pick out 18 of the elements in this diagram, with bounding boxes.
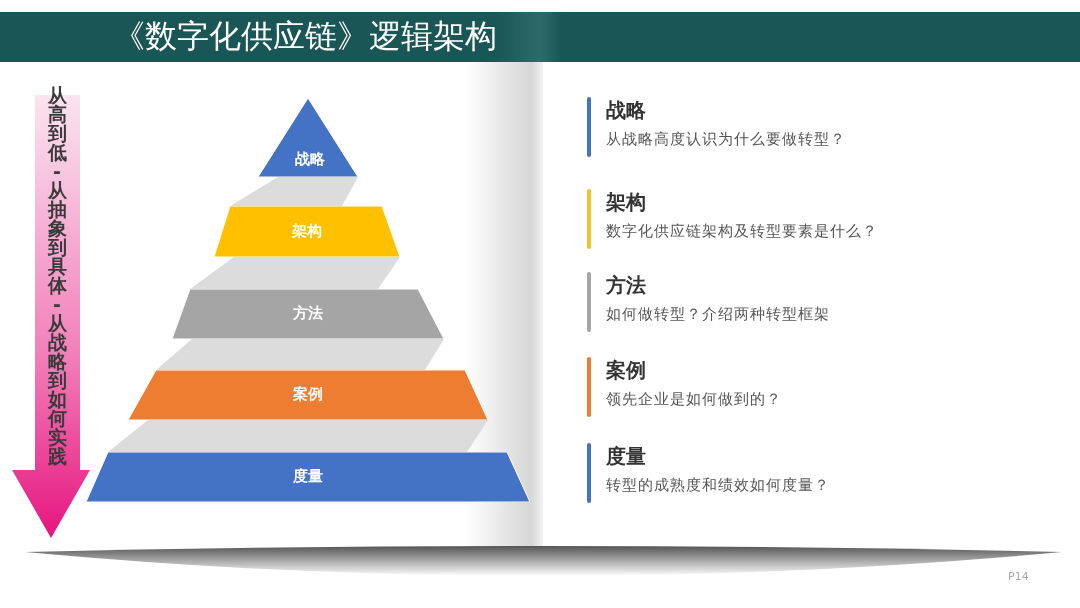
item-heading: 战略 bbox=[606, 97, 646, 124]
item-description: 数字化供应链架构及转型要素是什么？ bbox=[606, 222, 878, 241]
item-heading: 架构 bbox=[606, 189, 646, 216]
title: 《数字化供应链》逻辑架构 bbox=[113, 16, 497, 56]
direction-text: 从高到低-从抽象到具体-从战略到如何实践 bbox=[47, 86, 67, 466]
level-label: 案例 bbox=[292, 385, 324, 404]
item-description: 领先企业是如何做到的？ bbox=[606, 390, 782, 409]
item-heading: 案例 bbox=[606, 357, 646, 384]
item-description: 从战略高度认识为什么要做转型？ bbox=[606, 130, 846, 149]
level-label: 方法 bbox=[292, 304, 324, 323]
page-number: P14 bbox=[1008, 570, 1029, 583]
item-description: 如何做转型？介绍两种转型框架 bbox=[606, 305, 830, 324]
level-label: 度量 bbox=[292, 467, 324, 486]
level-label: 战略 bbox=[294, 150, 326, 169]
item-heading: 方法 bbox=[606, 272, 646, 299]
item-heading: 度量 bbox=[606, 443, 646, 470]
item-description: 转型的成熟度和绩效如何度量？ bbox=[606, 476, 830, 495]
level-label: 架构 bbox=[291, 222, 323, 241]
